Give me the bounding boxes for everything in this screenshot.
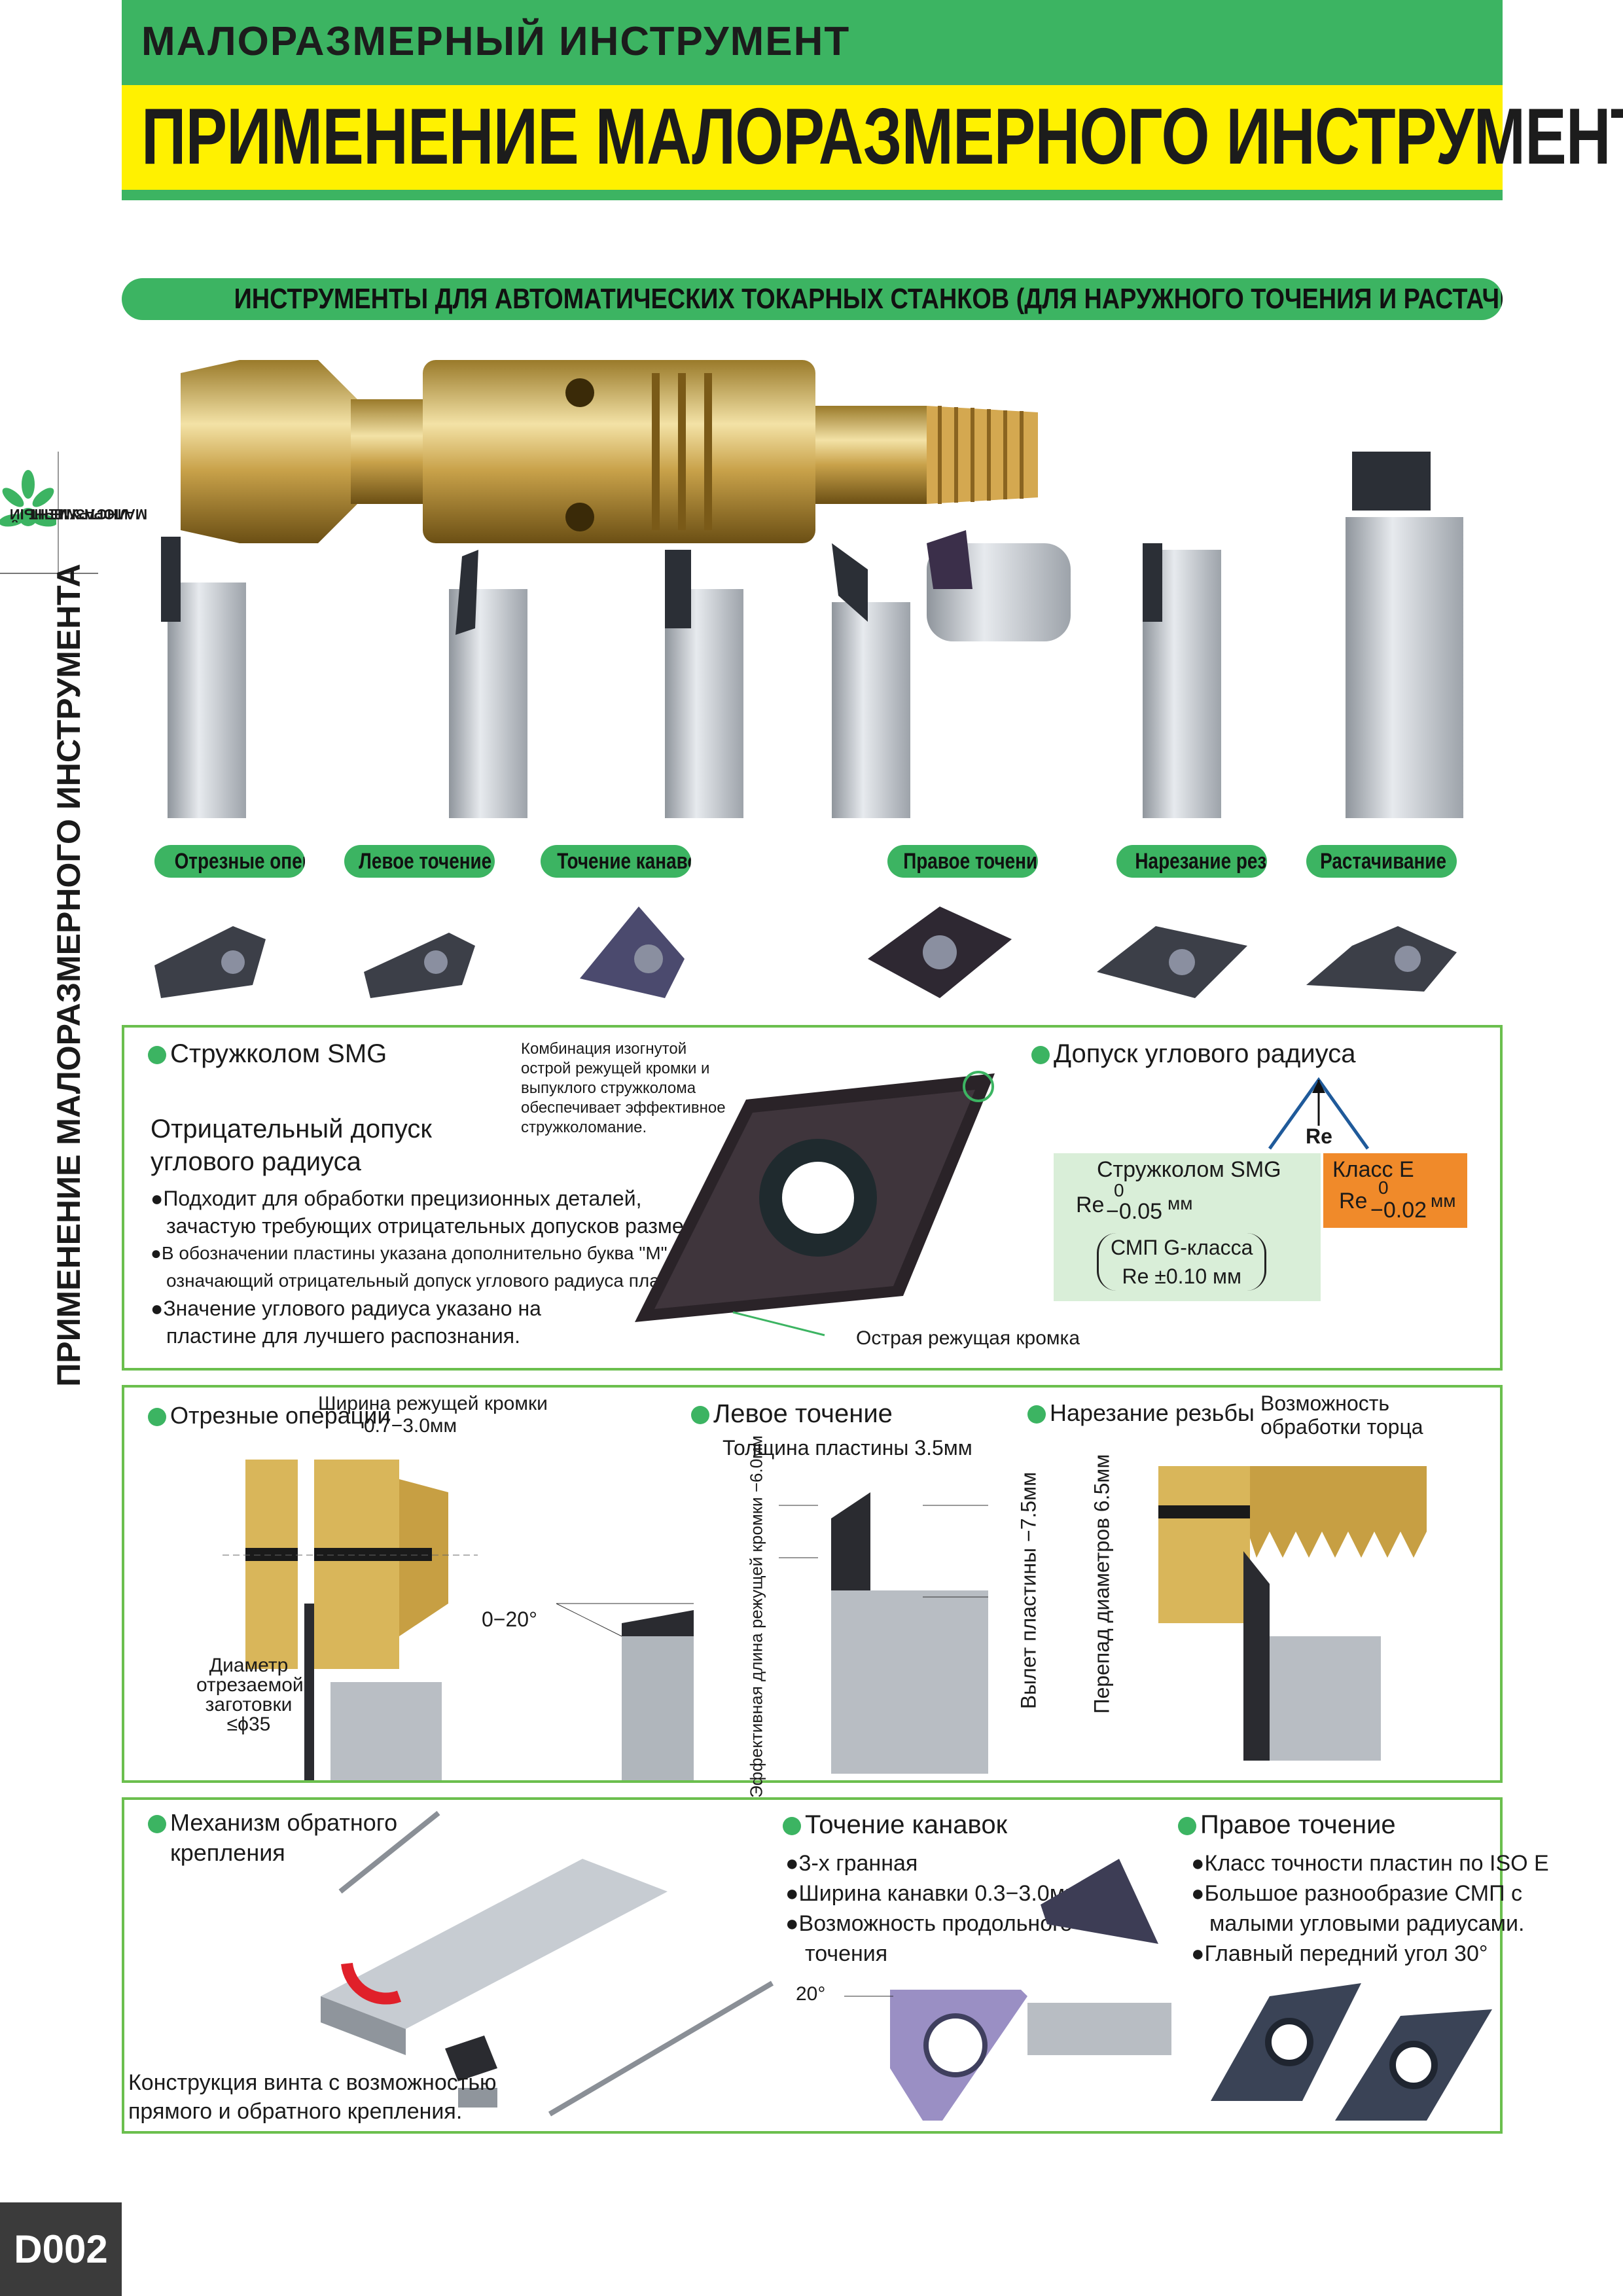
collet-mid bbox=[423, 360, 815, 543]
smg-tol-title: Стружколом SMG bbox=[1097, 1157, 1281, 1182]
smg-insert-image bbox=[635, 1071, 995, 1336]
bullet-dot-icon bbox=[148, 1408, 166, 1427]
collet-body bbox=[181, 360, 357, 543]
label-cutoff: Отрезные операции bbox=[154, 845, 305, 878]
threading-heading: Нарезание резьбы bbox=[1027, 1399, 1255, 1427]
bullet-dot-icon bbox=[783, 1817, 801, 1836]
cutoff-heading: Отрезные операции bbox=[148, 1402, 390, 1429]
grooving-bullets: ●3-х гранная ●Ширина канавки 0.3−3.0мм ●… bbox=[785, 1851, 1080, 1966]
smg-tol-re: Re bbox=[1076, 1193, 1105, 1217]
groove-angle: 20° bbox=[796, 1983, 826, 2005]
edge-label: Острая режущая кромка bbox=[856, 1327, 1080, 1349]
header-divider bbox=[122, 190, 1503, 200]
header-category: МАЛОРАЗМЕРНЫЙ ИНСТРУМЕНТ bbox=[141, 19, 851, 64]
bullet-dot-icon bbox=[1027, 1405, 1046, 1424]
inserts-row bbox=[154, 906, 1457, 998]
left-turning-heading: Левое точение bbox=[691, 1399, 893, 1429]
side-divider bbox=[0, 573, 98, 574]
smg-heading: Стружколом SMG bbox=[148, 1039, 387, 1069]
collet-neck bbox=[351, 399, 429, 504]
collet-shaft bbox=[815, 406, 927, 504]
radius-diagram bbox=[1268, 1077, 1370, 1150]
re-label: Re bbox=[1306, 1124, 1332, 1148]
right-turning-heading: Правое точение bbox=[1178, 1810, 1396, 1840]
bullet-dot-icon bbox=[148, 1046, 166, 1065]
cutoff-diagram bbox=[223, 1460, 694, 1780]
smg-bullets: ●Подходит для обработки прецизионных дет… bbox=[151, 1187, 724, 1348]
class-e-re: Re bbox=[1339, 1189, 1368, 1213]
right-turning-bullets: ●Класс точности пластин по ISO E ●Большо… bbox=[1191, 1851, 1549, 1966]
label-threading: Нарезание резьбы bbox=[1116, 845, 1267, 878]
tool-illustration bbox=[161, 360, 1463, 818]
header-band bbox=[122, 0, 1503, 85]
section-title: ИНСТРУМЕНТЫ ДЛЯ АВТОМАТИЧЕСКИХ ТОКАРНЫХ … bbox=[122, 278, 1503, 320]
threading-diagram bbox=[1158, 1466, 1427, 1761]
class-e-upper: 0 bbox=[1378, 1177, 1389, 1198]
bullet-dot-icon bbox=[691, 1406, 709, 1425]
page-number: D002 bbox=[0, 2202, 122, 2296]
title-band bbox=[122, 85, 1503, 190]
right-turning-inserts bbox=[1211, 1983, 1492, 2121]
effective-length: Эффективная длина режущей кромки −6.0мм bbox=[746, 1435, 766, 1798]
class-e-title: Класс Е bbox=[1332, 1157, 1414, 1182]
smg-tol-unit: мм bbox=[1168, 1193, 1193, 1213]
smg-tol-upper: 0 bbox=[1114, 1180, 1124, 1200]
diameter-step: Перепад диаметров 6.5мм bbox=[1090, 1454, 1114, 1714]
class-e-lower: −0.02 bbox=[1370, 1198, 1427, 1223]
cutoff-width-label: Ширина режущей кромки bbox=[318, 1393, 548, 1414]
side-tab-title: ПРИМЕНЕНИЕ МАЛОРАЗМЕРНОГО ИНСТРУМЕНТА bbox=[50, 564, 87, 1387]
leaf-logo-icon bbox=[0, 458, 58, 569]
back-clamp-diagram bbox=[321, 1810, 774, 2117]
page-title: ПРИМЕНЕНИЕ МАЛОРАЗМЕРНОГО ИНСТРУМЕНТА bbox=[141, 92, 1623, 181]
smg-tol-lower: −0.05 bbox=[1106, 1199, 1163, 1224]
tolerance-heading: Допуск углового радиуса bbox=[1031, 1039, 1355, 1069]
grooving-heading: Точение канавок bbox=[783, 1810, 1007, 1840]
grooving-diagram bbox=[844, 1859, 1171, 2121]
class-e-panel bbox=[1323, 1153, 1467, 1228]
cutoff-width-value: 0.7−3.0мм bbox=[364, 1415, 457, 1437]
label-right-turning: Правое точение bbox=[887, 845, 1038, 878]
tool-holders bbox=[161, 452, 1463, 818]
bullet-dot-icon bbox=[1031, 1046, 1050, 1065]
class-e-unit: мм bbox=[1431, 1191, 1456, 1211]
label-boring: Растачивание bbox=[1306, 845, 1457, 878]
label-grooving: Точение канавок bbox=[541, 845, 691, 878]
overhang: Вылет пластины −7.5мм bbox=[1016, 1471, 1041, 1710]
back-clamp-heading: Механизм обратного крепления bbox=[148, 1808, 397, 1868]
thickness-label: Толщина пластины 3.5мм bbox=[722, 1436, 972, 1460]
bullet-dot-icon bbox=[148, 1815, 166, 1834]
left-turning-diagram bbox=[779, 1492, 988, 1774]
bullet-dot-icon bbox=[1178, 1817, 1196, 1836]
label-left-turning: Левое точение bbox=[344, 845, 495, 878]
cutoff-angle: 0−20° bbox=[482, 1607, 537, 1631]
